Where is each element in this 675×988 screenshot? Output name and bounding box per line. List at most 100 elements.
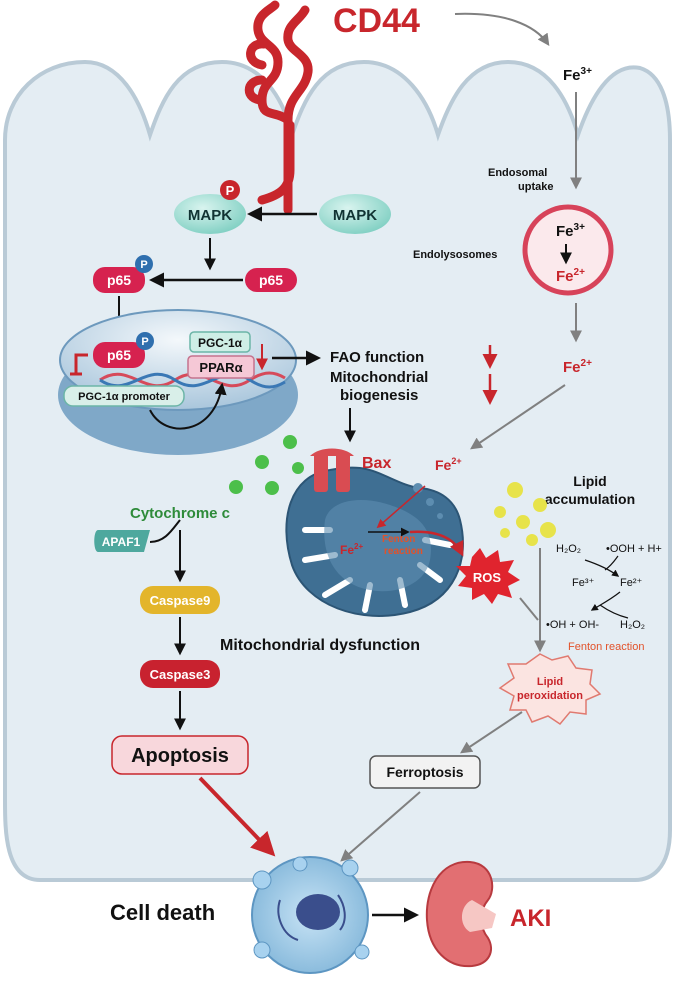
endosomal-uptake-label-2: uptake <box>518 181 553 193</box>
mito-fragment <box>437 513 443 519</box>
ferroptosis-label: Ferroptosis <box>386 764 463 780</box>
fenton-fe3: Fe³⁺ <box>572 577 595 589</box>
apaf1-label: APAF1 <box>102 535 141 549</box>
mapk-p-badge-label: P <box>226 183 235 198</box>
mito-biogenesis-label-1: Mitochondrial <box>330 369 428 386</box>
fenton-cycle-bottom-out <box>599 604 629 619</box>
cd44-receptor <box>253 0 313 215</box>
dying-cell-bleb <box>253 941 271 959</box>
lipid-peroxidation-burst <box>498 653 602 725</box>
arrow-cd44-to-fe3 <box>454 12 550 46</box>
ferroptosis-box <box>369 755 481 789</box>
cytochrome-c-dot <box>229 480 243 494</box>
mito-dysfunction-label: Mitochondrial dysfunction <box>220 637 420 654</box>
lipid-droplet <box>540 522 556 538</box>
kidney-pelvis <box>461 900 496 932</box>
fenton-cycle-bottom <box>590 591 621 611</box>
pgc1a-label: PGC-1α <box>198 336 243 350</box>
mapk-p-badge <box>220 180 240 200</box>
cd44-stem <box>257 120 295 205</box>
apoptosis-box <box>111 735 249 775</box>
aki-label: AKI <box>510 905 551 932</box>
p65-nuclear <box>93 342 145 368</box>
bax-pore-left <box>314 452 328 492</box>
inhibition-bar <box>70 353 88 376</box>
promoter-label: PGC-1α promoter <box>78 391 170 403</box>
p65-nuclear-p-badge-label: P <box>141 336 148 348</box>
caspase3-box <box>140 660 220 688</box>
caspase9-box <box>140 586 220 614</box>
lipid-peroxidation-label-2: peroxidation <box>517 690 583 702</box>
ros-label: ROS <box>473 570 502 585</box>
fenton-cycle-top-out <box>604 555 619 571</box>
fe2-inner-label: Fe2+ <box>340 542 363 557</box>
p65-p-badge-label: P <box>140 259 147 271</box>
p65-phospho <box>93 267 145 293</box>
dying-cell-nucleus <box>296 894 340 930</box>
fenton-cycle-top <box>584 559 620 577</box>
caspase3-label: Caspase3 <box>150 667 211 682</box>
apoptosis-label: Apoptosis <box>131 745 229 767</box>
lipid-droplet <box>526 534 538 546</box>
dying-cell-er <box>277 894 346 941</box>
arrow-fe2-into-mito <box>376 485 426 529</box>
arrow-ros-to-peroxidation <box>519 597 539 621</box>
dying-cell-bleb <box>252 870 272 890</box>
lipid-droplet <box>516 515 530 529</box>
lipid-peroxidation-label-1: Lipid <box>537 676 563 688</box>
fao-function-label: FAO function <box>330 349 424 366</box>
apaf1-box <box>94 530 150 552</box>
lipid-droplet <box>494 506 506 518</box>
mapk-plain-label: MAPK <box>333 207 377 224</box>
dying-cell-bleb <box>354 944 370 960</box>
mapk-phospho-label: MAPK <box>188 207 232 224</box>
mapk-plain <box>319 194 391 234</box>
bax-pore-cap <box>310 448 354 456</box>
cell-death-label: Cell death <box>110 900 215 925</box>
caspase9-label: Caspase9 <box>150 593 211 608</box>
endosomal-uptake-label-1: Endosomal <box>488 167 547 179</box>
p65-phospho-label: p65 <box>107 272 131 288</box>
dying-cell-bleb <box>341 859 359 877</box>
dying-cell-bleb <box>292 856 308 872</box>
p65-p-badge <box>135 255 153 273</box>
p65-nuclear-p-badge <box>136 332 154 350</box>
fe3-outside-label: Fe3+ <box>563 66 592 84</box>
promoter-box <box>63 385 185 407</box>
lipid-accumulation-label-1: Lipid <box>573 473 606 489</box>
mitochondrion-cristae <box>302 527 453 613</box>
bax-pore-right <box>336 452 350 492</box>
ros-burst <box>456 548 520 604</box>
cytochrome-c-dot <box>265 481 279 495</box>
cytochrome-c-dot <box>255 455 269 469</box>
fe2-mito-side-label: Fe2+ <box>435 456 462 473</box>
p65-nuclear-label: p65 <box>107 347 131 363</box>
mito-fragment <box>426 498 434 506</box>
mitochondrion-inner <box>324 500 431 592</box>
cd44-label: CD44 <box>333 2 420 40</box>
cd44-loops <box>244 39 269 105</box>
fenton-h2o2-top: H₂O₂ <box>556 543 581 555</box>
endolysosome <box>522 204 614 296</box>
p65-plain <box>245 268 297 292</box>
mito-biogenesis-label-2: biogenesis <box>340 387 418 404</box>
arrow-fe2-to-mito <box>470 384 566 450</box>
kidney <box>425 860 494 968</box>
fenton-fe2: Fe²⁺ <box>620 577 643 589</box>
arrow-peroxidation-to-ferroptosis <box>460 711 523 754</box>
arrow-ferroptosis-to-death <box>340 791 421 862</box>
fe3-in-label: Fe3+ <box>556 222 585 240</box>
fenton-label-1: Fenton <box>382 534 415 545</box>
arrow-cytc-apaf1-to-casp9 <box>149 519 180 580</box>
cytochrome-c-dot <box>292 462 304 474</box>
endolysosomes-label: Endolysosomes <box>413 249 497 261</box>
dna-strand-2 <box>99 372 286 389</box>
p65-plain-label: p65 <box>259 272 283 288</box>
cytochrome-c-label: Cytochrome c <box>130 505 230 522</box>
bax-label: Bax <box>362 455 391 472</box>
ppara-box <box>187 355 255 379</box>
fenton-oh: •OH + OH- <box>546 619 599 631</box>
lipid-droplet <box>507 482 523 498</box>
arrow-mito-to-ros <box>409 530 464 557</box>
